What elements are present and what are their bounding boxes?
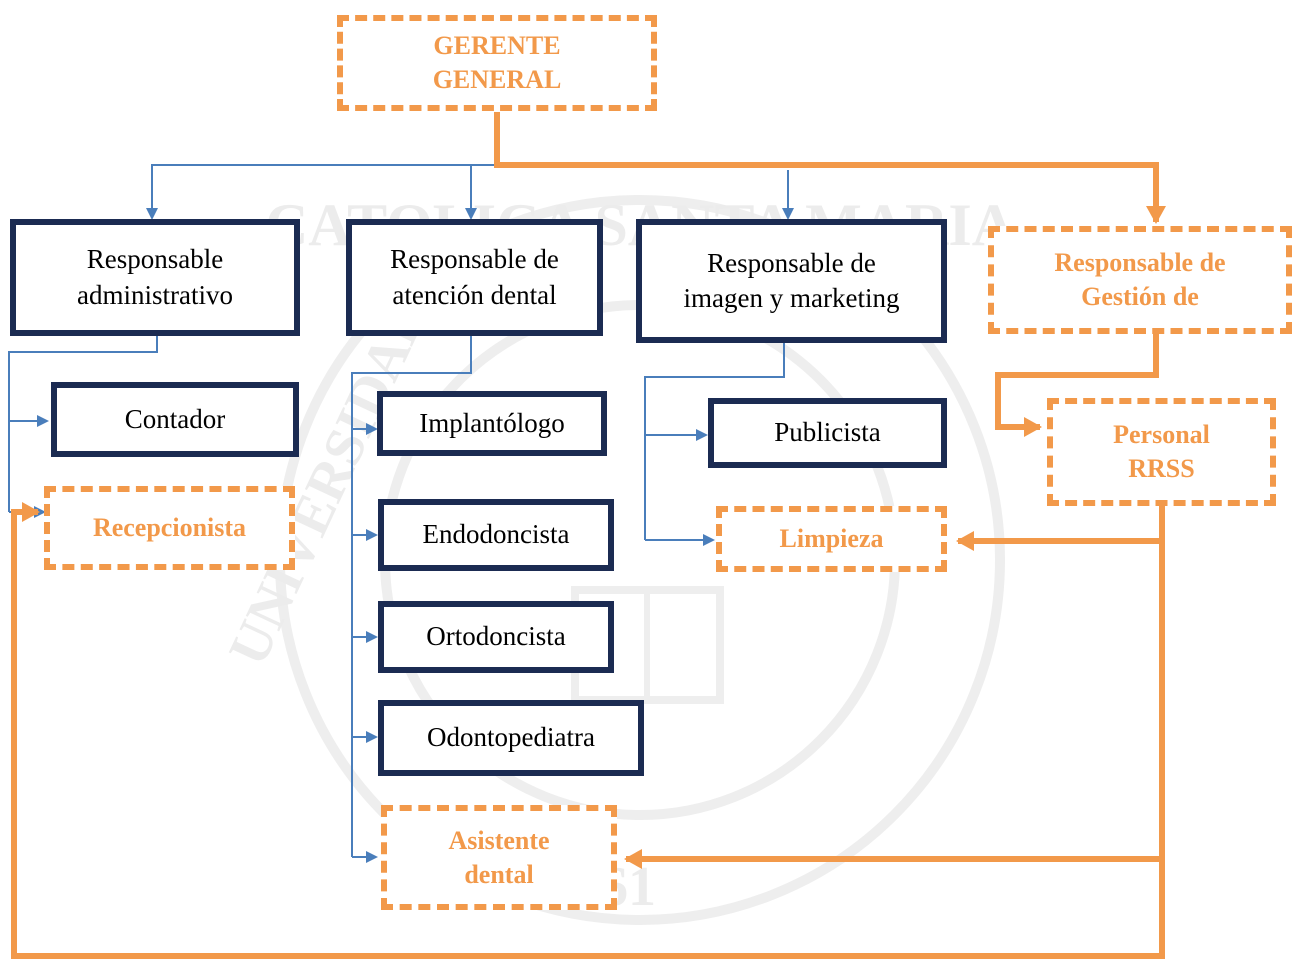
link-gerente-admin <box>146 112 498 220</box>
node-implantologo: Implantólogo <box>377 391 607 456</box>
node-responsable-imagen-marketing-line1: Responsable de <box>707 247 876 278</box>
node-limpieza-label: Limpieza <box>779 524 884 554</box>
node-asistente-dental-line1: Asistente <box>448 825 550 855</box>
node-endodoncista: Endodoncista <box>378 499 614 571</box>
node-responsable-imagen-marketing: Responsable de imagen y marketing <box>636 219 947 343</box>
node-asistente-dental: Asistente dental <box>381 805 617 910</box>
node-responsable-atencion-dental-line1: Responsable de <box>390 244 559 275</box>
node-responsable-gestion-line1: Responsable de <box>1054 248 1226 278</box>
node-asistente-dental-line2: dental <box>464 859 534 889</box>
node-responsable-gestion-line2: Gestión de <box>1081 282 1199 311</box>
link-admin-branch <box>8 335 158 512</box>
node-ortodoncista: Ortodoncista <box>378 601 614 673</box>
node-gerente-general: GERENTE GENERAL <box>337 15 657 111</box>
node-odontopediatra-label: Odontopediatra <box>427 722 595 753</box>
node-personal-rrss-line2: RRSS <box>1128 454 1195 483</box>
node-recepcionista: Recepcionista <box>44 486 295 570</box>
node-responsable-imagen-marketing-line2: imagen y marketing <box>683 283 900 313</box>
node-contador: Contador <box>51 382 299 457</box>
node-publicista: Publicista <box>708 398 947 468</box>
link-marketing-branch <box>644 342 785 540</box>
node-recepcionista-label: Recepcionista <box>92 513 247 543</box>
node-personal-rrss: Personal RRSS <box>1047 398 1276 506</box>
link-atencion-branch <box>351 335 472 857</box>
node-limpieza: Limpieza <box>716 506 947 572</box>
node-gerente-general-line2: GENERAL <box>432 65 562 94</box>
node-responsable-administrativo-line2: administrativo <box>77 279 233 310</box>
node-implantologo-label: Implantólogo <box>419 407 565 438</box>
node-personal-rrss-line1: Personal <box>1113 420 1210 450</box>
node-ortodoncista-label: Ortodoncista <box>426 621 566 652</box>
node-gerente-general-line1: GERENTE <box>433 31 561 61</box>
node-responsable-administrativo: Responsable administrativo <box>10 219 300 336</box>
link-personal-trunk <box>11 502 1165 959</box>
node-responsable-atencion-dental: Responsable de atención dental <box>346 219 603 336</box>
node-responsable-gestion: Responsable de Gestión de <box>988 226 1292 334</box>
link-gestion-personal <box>995 334 1159 437</box>
node-responsable-atencion-dental-line2: atención dental <box>392 279 557 310</box>
node-responsable-administrativo-line1: Responsable <box>86 244 224 275</box>
node-endodoncista-label: Endodoncista <box>422 519 570 550</box>
node-odontopediatra: Odontopediatra <box>378 700 644 776</box>
link-gerente-gestion <box>494 112 1166 224</box>
node-contador-label: Contador <box>124 403 226 434</box>
node-publicista-label: Publicista <box>774 417 881 448</box>
